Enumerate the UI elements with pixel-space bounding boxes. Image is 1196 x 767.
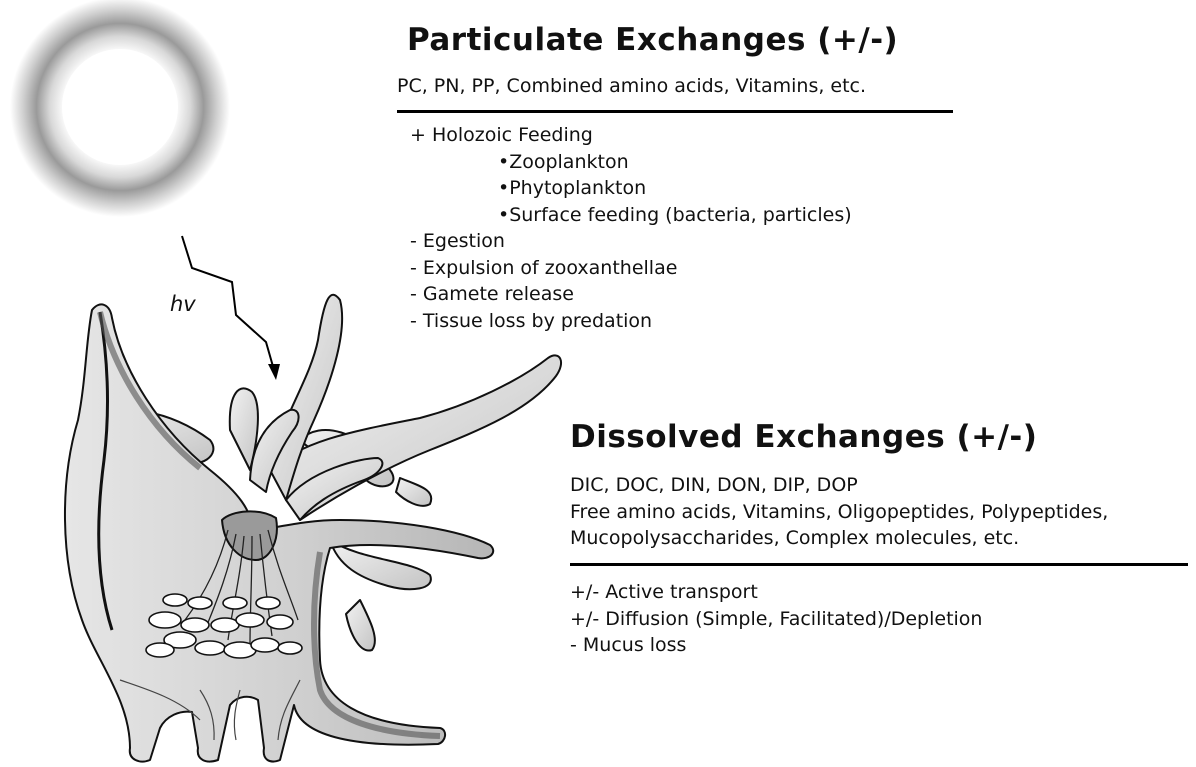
list-item: •Phytoplankton xyxy=(410,175,852,202)
list-item: +/- Diffusion (Simple, Facilitated)/Depl… xyxy=(570,606,982,633)
dissolved-subtitle-line: DIC, DOC, DIN, DON, DIP, DOP xyxy=(570,473,858,497)
dissolved-subtitle-line: Free amino acids, Vitamins, Oligopeptide… xyxy=(570,500,1108,524)
sun-icon xyxy=(10,0,230,217)
list-item: •Surface feeding (bacteria, particles) xyxy=(410,202,852,229)
list-item: - Egestion xyxy=(410,228,852,255)
list-item: - Expulsion of zooxanthellae xyxy=(410,255,852,282)
list-item: +/- Active transport xyxy=(570,579,982,606)
dissolved-subtitle-line: Mucopolysaccharides, Complex molecules, … xyxy=(570,526,1019,550)
light-energy-label: hv xyxy=(170,292,196,316)
particulate-subtitle: PC, PN, PP, Combined amino acids, Vitami… xyxy=(397,74,866,98)
light-ray-arrow-icon xyxy=(182,236,280,380)
list-item: - Tissue loss by predation xyxy=(410,308,852,335)
particulate-list: + Holozoic Feeding •Zooplankton •Phytopl… xyxy=(410,122,852,334)
list-item: - Mucus loss xyxy=(570,632,982,659)
list-item: - Gamete release xyxy=(410,281,852,308)
particulate-divider xyxy=(397,110,953,113)
dissolved-list: +/- Active transport +/- Diffusion (Simp… xyxy=(570,579,982,659)
particulate-title: Particulate Exchanges (+/-) xyxy=(407,22,898,58)
list-item: •Zooplankton xyxy=(410,149,852,176)
list-item: + Holozoic Feeding xyxy=(410,122,852,149)
dissolved-title: Dissolved Exchanges (+/-) xyxy=(570,419,1037,455)
coral-polyp-illustration xyxy=(65,295,561,762)
dissolved-divider xyxy=(570,563,1188,566)
